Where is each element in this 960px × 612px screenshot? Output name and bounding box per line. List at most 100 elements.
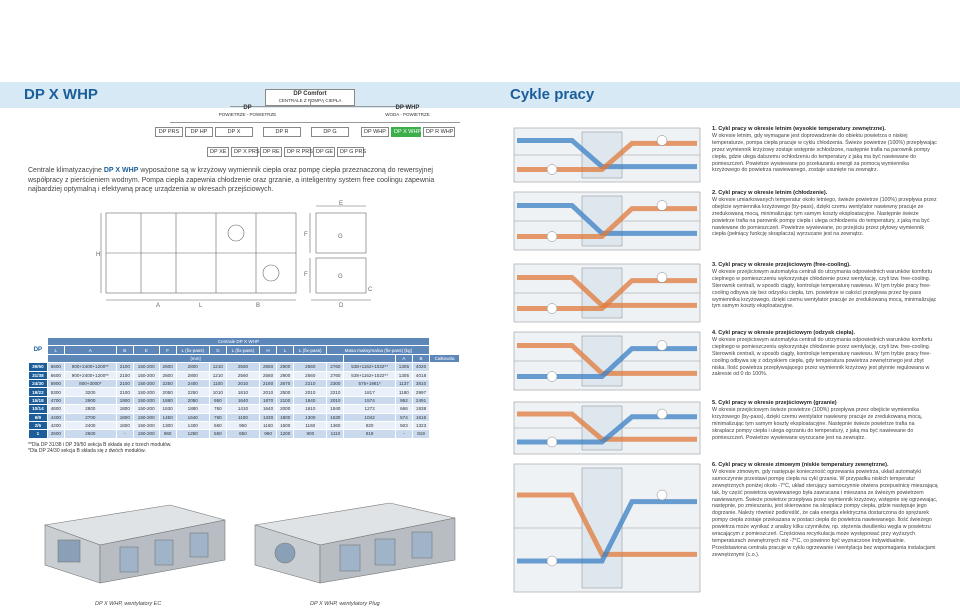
dim-g1: G [338,234,343,240]
table-cell: 1250 [175,429,210,439]
table-header-cell: A [63,345,117,355]
table-cell: 538+1162+1022** [343,362,396,372]
table-cell: 1450 [158,412,177,422]
tree-dp-xe[interactable]: DP XE [207,147,229,157]
table-cell: 2560 [225,370,261,380]
table-row-label: 31/38 [28,370,48,380]
table-cell: 2600 [63,429,117,439]
cycle-body: W okresie przejściowym świeże powietrze … [712,406,923,441]
table-cell: 2050 [158,387,177,397]
table-cell: 2100 [115,378,134,389]
tree-dp-x-prs[interactable]: DP X PRS [231,147,260,157]
table-cell: 4600 [46,404,65,414]
cycle-text-4: 4. Cykl pracy w okresie przejściowym (od… [712,330,938,378]
cycle-text-1: 1. Cykl pracy w okresie letnim (wysokie … [712,126,938,174]
table-cell: 150-200 [132,395,160,406]
table-cell: 4020 [411,362,431,372]
table-cell: 1870 [258,395,278,406]
table-cell: 2010 [326,395,345,406]
cycle-text-5: 5. Cykl pracy w okresie przejściowym (gr… [712,400,938,441]
cycle-body: W okresie umiarkowanych temperatur około… [712,196,937,238]
table-cell: 2300 [326,378,345,389]
dim-g2: G [338,274,343,280]
table-cell: 2560 [225,362,261,372]
tree-dp-prs[interactable]: DP PRS [155,127,183,137]
tree-dp-ge[interactable]: DP GE [313,147,335,157]
table-row-label: 24/30 [28,378,48,389]
table-cell: 1160 [258,420,278,431]
dim-l: L [199,303,203,308]
tree-dp-r[interactable]: DP R [263,127,301,137]
table-cell: 1880 [175,404,210,414]
table-cell: 150-200 [132,420,160,431]
table-cell: 150-200 [132,362,160,372]
table-cell: 2250 [175,387,210,397]
cycle-body: W okresie letnim, gdy wymagane jest dopr… [712,132,937,174]
table-cell: 1938 [411,404,431,414]
table-row-label: 6/9 [28,412,48,422]
table-cell: 800+3000* [63,378,117,389]
table-cell: 1800 [115,412,134,422]
table-caption: Centrale DP X WHP [46,336,431,347]
table-cell: 150-200 [132,404,160,414]
table-spacer [343,353,396,364]
table-cell: 1100 [225,412,261,422]
dim-e: E [339,201,343,207]
table-cell: 1323 [411,420,431,431]
table-cell: 1042 [343,412,396,422]
table-cell: 2491 [411,395,431,406]
table-cell: 1137 [394,378,413,389]
table-cell: 950 [208,395,227,406]
table-cell: 538+1162+1022** [343,370,396,380]
table-dp-label: DP [28,336,48,364]
cycle-text-6: 6. Cykl pracy w okresie zimowym (niskie … [712,462,938,559]
table-cell: 760 [208,404,227,414]
table-cell: 2700 [63,412,117,422]
table-cell: 2560 [293,362,328,372]
table-header-cell: L [46,345,65,355]
table-header-cell: Masa maksymalna (fix-pass) [kg] [326,345,431,355]
table-cell: 1840 [293,395,328,406]
table-cell: 574 [394,412,413,422]
dim-b: B [256,303,260,308]
tree-dp-r-prs[interactable]: DP R PRS [284,147,313,157]
table-cell: 1300 [158,420,177,431]
table-cell: 960 [258,429,278,439]
table-notes: **Dla DP 31/38 i DP 39/50 sekcja B skład… [28,441,172,455]
table-cell: 1360 [326,420,345,431]
table-cell: 2670 [276,378,295,389]
cycles-title: Cykle pracy [510,86,595,103]
table-cell: 960 [225,420,261,431]
product-photo-plug [254,502,456,584]
table-cell: 1400 [175,420,210,431]
tree-dp-x-whp[interactable]: DP X WHP [391,127,421,137]
table-cell: 1610 [293,404,328,414]
table-cell: - [115,429,134,439]
table-cell: 2010 [225,378,261,389]
table-sub-header: B [411,353,431,364]
table-header-cell: L (fix-pass) [225,345,261,355]
tree-dp-g-prs[interactable]: DP G PRS [337,147,366,157]
table-cell: 1900 [115,395,134,406]
table-cell: 150-200 [132,378,160,389]
table-header-cell: H [258,345,278,355]
table-cell: 1210 [208,370,227,380]
tree-dp-x[interactable]: DP X [215,127,253,137]
tree-dp-hp[interactable]: DP HP [185,127,213,137]
dim-c: C [368,287,373,293]
cycle-text-3: 3. Cykl pracy w okresie przejściowym (fr… [712,262,938,310]
tree-dp-r-whp[interactable]: DP R WHP [423,127,455,137]
tree-dp-g[interactable]: DP G [311,127,349,137]
table-cell: 2100 [115,362,134,372]
cycle-diagram-1 [513,127,701,183]
table-cell: 4018 [411,370,431,380]
tree-dp-whp[interactable]: DP WHP [361,127,389,137]
title-band-right [480,82,960,108]
table-cell: 1630 [158,404,177,414]
table-cell: 2210 [293,378,328,389]
table-cell: 819 [343,429,396,439]
tree-dp-re[interactable]: DP RE [260,147,282,157]
